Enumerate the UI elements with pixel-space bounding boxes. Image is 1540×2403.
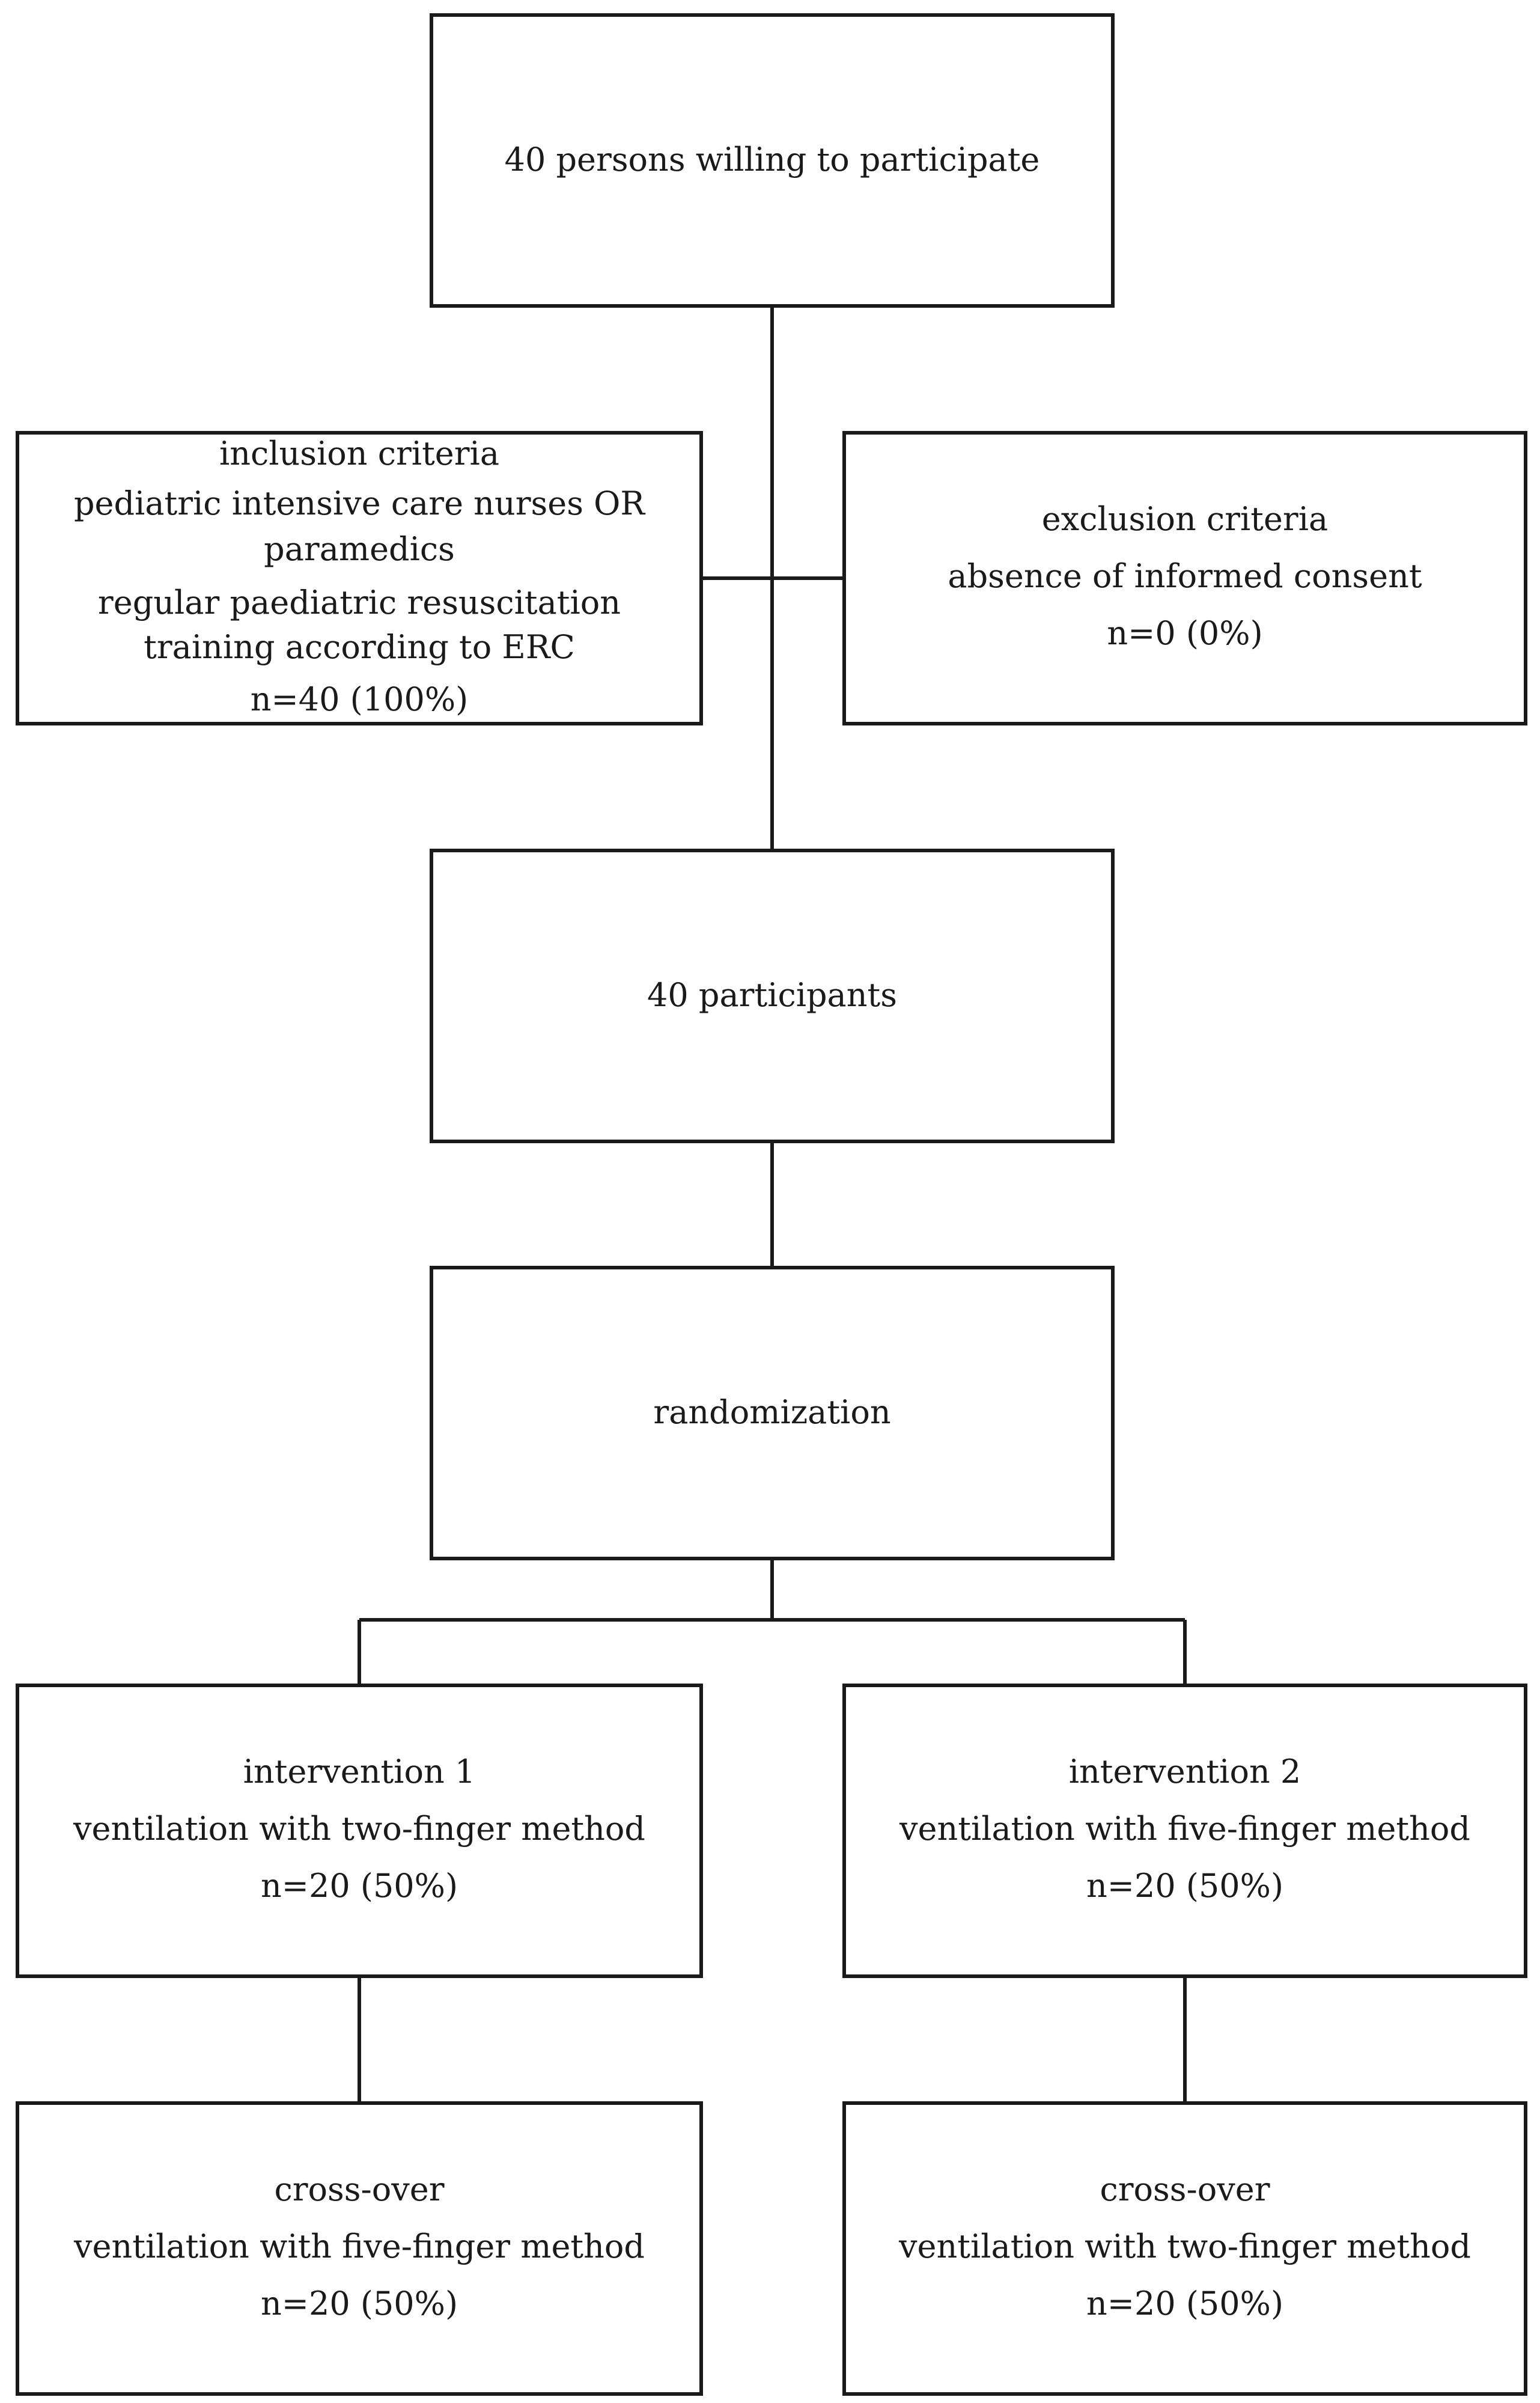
inclusion-criterion-1-line-2: paramedics (264, 530, 455, 568)
participants-box: 40 participants (430, 849, 1115, 1143)
exclusion-heading: exclusion criteria (1041, 500, 1328, 538)
inclusion-heading: inclusion criteria (219, 435, 500, 472)
inclusion-criterion-1-line-1: pediatric intensive care nurses OR (73, 484, 645, 522)
intervention-2-box: intervention 2 ventilation with five-fin… (842, 1684, 1527, 1978)
crossover-2-box: cross-over ventilation with two-finger m… (842, 2101, 1527, 2396)
intervention-1-box: intervention 1 ventilation with two-fing… (16, 1684, 703, 1978)
intervention-1-count: n=20 (50%) (260, 1867, 458, 1905)
crossover-2-count: n=20 (50%) (1086, 2285, 1284, 2322)
crossover-1-method: ventilation with five-finger method (74, 2227, 645, 2265)
inclusion-criteria-box: inclusion criteria pediatric intensive c… (16, 431, 703, 725)
crossover-2-method: ventilation with two-finger method (899, 2227, 1471, 2265)
exclusion-count: n=0 (0%) (1107, 614, 1263, 652)
enrollment-text: 40 persons willing to participate (504, 141, 1040, 179)
intervention-1-heading: intervention 1 (243, 1753, 476, 1791)
crossover-1-box: cross-over ventilation with five-finger … (16, 2101, 703, 2396)
exclusion-criterion: absence of informed consent (948, 557, 1422, 595)
enrollment-box: 40 persons willing to participate (430, 13, 1115, 308)
inclusion-criterion-2-line-1: regular paediatric resuscitation (97, 584, 621, 621)
intervention-2-heading: intervention 2 (1068, 1753, 1301, 1791)
randomization-text: randomization (653, 1393, 891, 1431)
crossover-1-heading: cross-over (274, 2170, 445, 2208)
intervention-2-method: ventilation with five-finger method (899, 1810, 1470, 1848)
randomization-box: randomization (430, 1266, 1115, 1560)
exclusion-criteria-box: exclusion criteria absence of informed c… (842, 431, 1527, 725)
intervention-2-count: n=20 (50%) (1086, 1867, 1284, 1905)
inclusion-criterion-2-line-2: training according to ERC (144, 628, 575, 666)
crossover-2-heading: cross-over (1100, 2170, 1270, 2208)
inclusion-count: n=40 (100%) (250, 680, 469, 718)
crossover-1-count: n=20 (50%) (260, 2285, 458, 2322)
intervention-1-method: ventilation with two-finger method (73, 1810, 645, 1848)
participants-text: 40 participants (647, 976, 897, 1014)
